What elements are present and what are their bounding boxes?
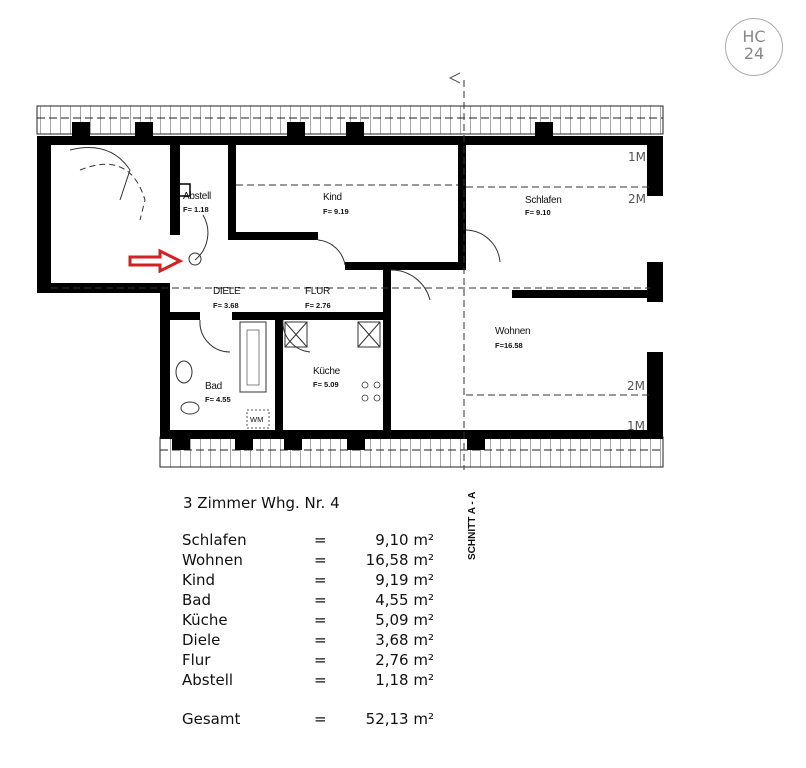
room-area-kind: F= 9.19 [323, 207, 349, 216]
height-mark-1m-top: 1M [628, 150, 646, 164]
room-name: Flur [182, 651, 211, 669]
total-label: Gesamt [182, 710, 241, 728]
equals-sign: = [314, 671, 327, 689]
hc24-logo: HC 24 [725, 18, 783, 76]
height-mark-2m-bottom: 2M [627, 379, 645, 393]
room-label-flur: FLUR [305, 286, 330, 297]
room-area-schlafen: F= 9.10 [525, 208, 551, 217]
room-label-schlafen: Schlafen [525, 195, 562, 206]
room-area-diele: F= 3.68 [213, 301, 239, 310]
equals-sign: = [314, 631, 327, 649]
room-area: 9,19 m² [375, 571, 434, 589]
height-mark-2m-top: 2M [628, 192, 646, 206]
room-label-wohnen: Wohnen [495, 326, 531, 337]
logo-line2: 24 [743, 44, 765, 63]
room-label-kueche: Küche [313, 366, 340, 377]
room-area-bad: F= 4.55 [205, 395, 231, 404]
apartment-title: 3 Zimmer Whg. Nr. 4 [183, 494, 340, 512]
room-area: 5,09 m² [375, 611, 434, 629]
room-area: 4,55 m² [375, 591, 434, 609]
washer-label: WM [250, 415, 264, 424]
room-area: 16,58 m² [365, 551, 434, 569]
section-label: SCHNITT A - A [467, 491, 478, 560]
equals-sign: = [314, 571, 327, 589]
equals-sign: = [314, 551, 327, 569]
room-name: Diele [182, 631, 221, 649]
equals-sign: = [314, 591, 327, 609]
room-name: Kind [182, 571, 216, 589]
room-area: 3,68 m² [375, 631, 434, 649]
room-area: 9,10 m² [375, 531, 434, 549]
room-area-kueche: F= 5.09 [313, 380, 339, 389]
room-name: Abstell [182, 671, 234, 689]
room-label-abstell: Abstell [183, 191, 211, 202]
room-name: Wohnen [182, 551, 243, 569]
room-label-kind: Kind [323, 192, 342, 203]
floor-plan-drawing [36, 72, 664, 470]
room-label-diele: DIELE [213, 286, 241, 297]
room-area-abstell: F= 1.18 [183, 205, 209, 214]
room-name: Küche [182, 611, 228, 629]
room-area: 1,18 m² [375, 671, 434, 689]
equals-sign: = [314, 611, 327, 629]
room-name: Bad [182, 591, 212, 609]
logo-line1: HC [742, 27, 766, 46]
room-area: 2,76 m² [375, 651, 434, 669]
equals-sign: = [314, 651, 327, 669]
room-name: Schlafen [182, 531, 247, 549]
room-area-wohnen: F=16.58 [495, 341, 523, 350]
equals-sign: = [314, 710, 327, 728]
room-label-bad: Bad [205, 381, 222, 392]
room-area-flur: F= 2.76 [305, 301, 331, 310]
height-mark-1m-bottom: 1M [627, 419, 645, 433]
total-area: 52,13 m² [365, 710, 434, 728]
equals-sign: = [314, 531, 327, 549]
